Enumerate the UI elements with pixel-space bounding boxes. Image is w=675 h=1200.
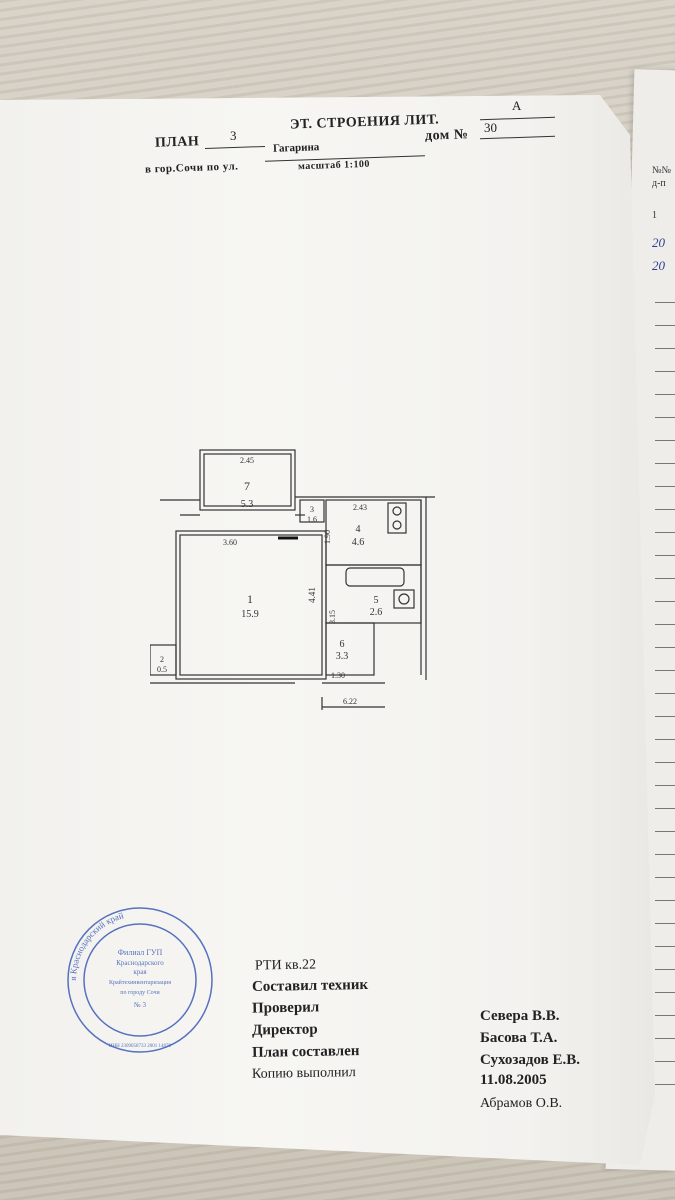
rti-label: РТИ кв.22 bbox=[254, 957, 317, 974]
room-4-num: 4 bbox=[356, 524, 361, 535]
official-stamp: Российская Федерация Краснодарский край … bbox=[65, 905, 213, 1053]
room-2-outline bbox=[150, 644, 177, 676]
room-2-area: 0.5 bbox=[157, 665, 167, 674]
room-6-num: 6 bbox=[340, 639, 345, 650]
dim-room6-height: 3.15 bbox=[328, 610, 337, 624]
document-sheet bbox=[0, 95, 655, 1165]
back-sheet-header: №№ bbox=[652, 165, 672, 176]
room-5-num: 5 bbox=[374, 595, 379, 606]
stamp-line3: края bbox=[133, 968, 147, 976]
dim-room6-width: 1.30 bbox=[331, 671, 345, 680]
dim-room4-width: 2.43 bbox=[353, 503, 367, 512]
director-name: Сухозадов Е.В. bbox=[480, 1052, 580, 1068]
room-1-area: 15.9 bbox=[241, 609, 259, 620]
checked-name: Басова Т.А. bbox=[480, 1030, 558, 1046]
room-4-area: 4.6 bbox=[352, 537, 365, 548]
back-sheet-hand2: 20 bbox=[652, 258, 665, 273]
dim-room1-height: 4.41 bbox=[307, 587, 317, 603]
plan-label: ПЛАН bbox=[154, 134, 200, 151]
stamp-num: № 3 bbox=[134, 1001, 146, 1009]
room-1-outline bbox=[179, 534, 323, 676]
stamp-line4: Крайтехинвентаризация bbox=[109, 979, 171, 986]
room-3-area: 1.6 bbox=[307, 515, 317, 524]
svg-text:Российская Федерация Краснодар: Российская Федерация Краснодарский край bbox=[65, 905, 125, 981]
dim-corridor: 1.90 bbox=[323, 530, 332, 544]
floor-value: 3 bbox=[230, 128, 237, 143]
checked-label: Проверил bbox=[251, 999, 320, 1017]
floor-plan: 7 5.3 1 15.9 4 4.6 3 1.6 5 2.6 6 3.3 2 0… bbox=[150, 449, 435, 710]
room-6-outline bbox=[325, 622, 375, 676]
room-7-num: 7 bbox=[244, 479, 250, 493]
back-sheet-one: 1 bbox=[652, 210, 657, 221]
date-value: 11.08.2005 bbox=[480, 1072, 547, 1088]
dim-balcony: 2.45 bbox=[240, 456, 254, 465]
room-4-outline bbox=[325, 499, 422, 566]
room-2-num: 2 bbox=[160, 655, 164, 664]
room-6-area: 3.3 bbox=[336, 651, 349, 662]
room-5-area: 2.6 bbox=[370, 607, 383, 618]
dim-total: 6.22 bbox=[343, 697, 357, 706]
balcony-outline bbox=[199, 449, 296, 511]
room-7-area: 5.3 bbox=[241, 499, 254, 510]
composed-label: Составил техник bbox=[251, 976, 369, 996]
plan-made-label: План составлен bbox=[251, 1043, 360, 1061]
house-value: 30 bbox=[484, 120, 497, 135]
dim-room1-width: 3.60 bbox=[223, 538, 237, 547]
copy-name: Абрамов О.В. bbox=[480, 1096, 563, 1111]
copy-label: Копию выполнил bbox=[251, 1065, 356, 1082]
back-sheet-sub: д-п bbox=[652, 178, 666, 189]
stamp-line5: по городу Сочи bbox=[120, 990, 160, 996]
stamp-line2: Краснодарского bbox=[116, 959, 164, 967]
room-3-num: 3 bbox=[310, 505, 314, 514]
lit-value: А bbox=[512, 98, 522, 113]
stamp-line1: Филиал ГУП bbox=[118, 948, 163, 957]
composed-name: Севера В.В. bbox=[480, 1008, 560, 1024]
stamp-outer-text: Российская Федерация Краснодарский край bbox=[65, 905, 125, 981]
back-sheet-hand1: 20 bbox=[652, 235, 665, 250]
back-sheet-lines bbox=[655, 280, 675, 1100]
stamp-inn: ИНН 2309058733 2001 14878 bbox=[109, 1044, 172, 1049]
director-label: Директор bbox=[251, 1021, 318, 1039]
bathtub bbox=[345, 567, 405, 587]
street-value: Гагарина bbox=[272, 141, 320, 155]
room-1-num: 1 bbox=[247, 592, 253, 606]
room-3-outline bbox=[299, 499, 325, 523]
house-label: дом № bbox=[424, 127, 469, 144]
